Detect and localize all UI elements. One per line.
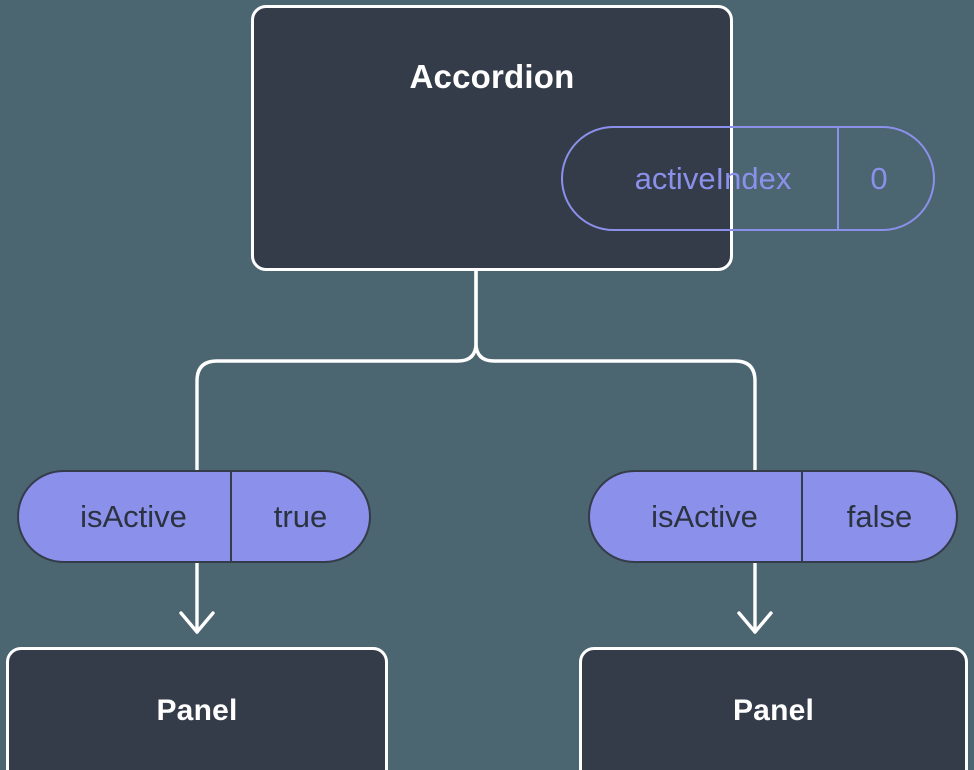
state-chip-value: 0 (870, 160, 888, 196)
state-chip-key: activeIndex (563, 128, 839, 229)
connector-root-to-left-branch (195, 268, 478, 472)
arrowhead-down-icon-right (737, 611, 773, 634)
prop-pill-value-left: true (273, 498, 328, 534)
state-chip-active-index[interactable]: activeIndex 0 (561, 126, 935, 231)
panel-node-right[interactable]: Panel (579, 647, 968, 770)
panel-title-right: Panel (732, 694, 815, 727)
prop-pill-key-left: isActive (19, 472, 232, 561)
prop-pill-is-active-true[interactable]: isActive true (17, 470, 371, 563)
accordion-title: Accordion (409, 58, 575, 95)
panel-title-left: Panel (156, 694, 238, 727)
prop-pill-key-right: isActive (590, 472, 803, 561)
prop-pill-is-active-false[interactable]: isActive false (588, 470, 958, 563)
accordion-node[interactable]: Accordion activeIndex 0 (251, 5, 935, 271)
prop-pill-value-right: false (846, 498, 913, 534)
connector-root-to-right-branch (474, 268, 757, 472)
arrowhead-down-icon-left (179, 611, 215, 634)
panel-node-left[interactable]: Panel (6, 647, 388, 770)
